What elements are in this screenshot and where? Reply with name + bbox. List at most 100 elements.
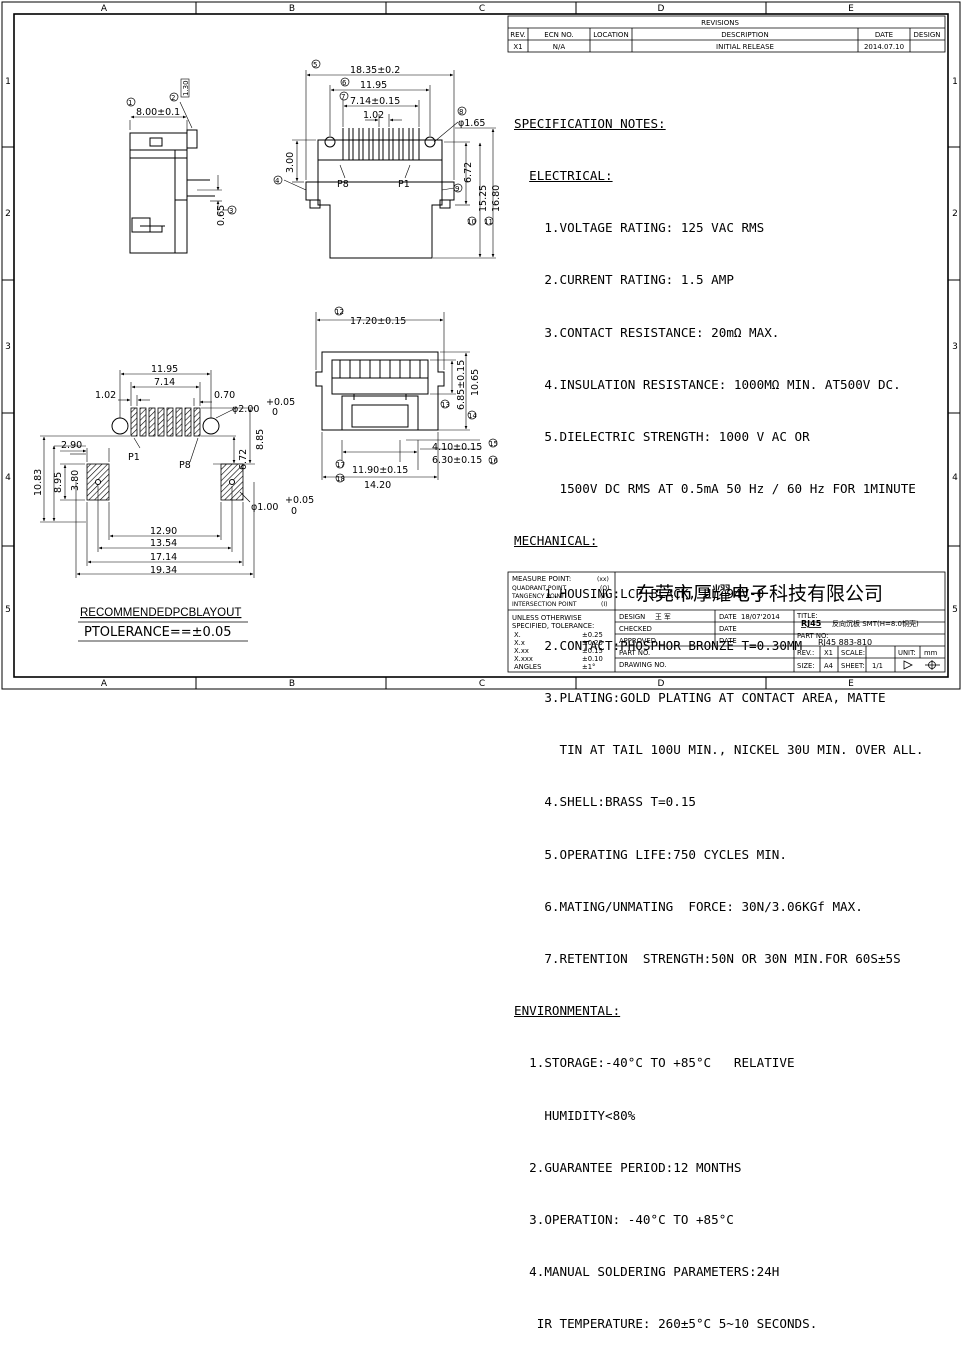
top-dim-1835: 18.35±0.2 <box>350 65 400 76</box>
part-no-2-label: PART NO: <box>797 632 828 640</box>
zone-row-1-right: 1 <box>952 77 958 87</box>
measure-point-label: MEASURE POINT: <box>512 575 571 583</box>
spec-mechanical-4-text: TIN AT TAIL 100U MIN., NICKEL 30U MIN. O… <box>551 742 924 758</box>
spec-mechanical-heading: MECHANICAL: <box>514 533 598 549</box>
tolerance-heading-1: UNLESS OTHERWISE <box>512 614 582 622</box>
top-dim-1680: 16.80 <box>491 185 502 212</box>
pcb-dim-1083: 10.83 <box>33 469 44 496</box>
rev-cell-ecn: N/A <box>553 43 566 51</box>
side-view <box>126 78 237 254</box>
spec-mechanical-5: 4.SHELL:BRASS T=0.15 <box>514 793 923 810</box>
top-dim-165: φ1.65 <box>458 118 485 129</box>
size-value: A4 <box>824 662 833 670</box>
pcb-dim-1354: 13.54 <box>150 538 177 549</box>
front-dim-685: 6.85±0.15 <box>456 360 467 410</box>
date-label-2: DATE <box>719 625 737 633</box>
pcb-dim-380: 3.80 <box>70 470 81 491</box>
tolerance-val-xxx: ±0.15 <box>582 647 603 655</box>
front-dim-1065: 10.65 <box>470 369 481 396</box>
front-callout-16: 16 <box>489 457 498 465</box>
pcb-dim-1290: 12.90 <box>150 526 177 537</box>
pcb-pads-ground <box>86 463 244 501</box>
quadrant-point-label: QUADRANT POINT <box>512 585 567 592</box>
rev-header-location: LOCATION <box>593 31 628 39</box>
rev-header-date: DATE <box>875 31 893 39</box>
rev-value: X1 <box>824 649 833 657</box>
zone-col-d-bottom: D <box>658 679 665 689</box>
rev-header-ecn: ECN NO. <box>544 31 573 39</box>
spec-environmental-1: 1.STORAGE:-40°C TO +85°C RELATIVE <box>514 1054 923 1071</box>
pcb-dim-1714: 17.14 <box>150 552 177 563</box>
side-dim-065: 0.65 <box>216 205 227 226</box>
pcb-dim-714: 7.14 <box>154 377 175 388</box>
tolerance-val-xxxx: ±0.10 <box>582 655 603 663</box>
design-label: DESIGN <box>619 613 645 621</box>
pcb-dim-672: 6.72 <box>238 449 249 470</box>
date-value: 18/07'2014 <box>741 613 780 621</box>
top-dim-672: 6.72 <box>463 162 474 183</box>
top-callout-9: 9 <box>455 185 459 193</box>
front-callout-18: 18 <box>336 475 345 483</box>
pcb-dim-100-tol2: 0 <box>291 506 297 517</box>
pcb-dim-070: 0.70 <box>214 390 235 401</box>
spec-mechanical-6-text: 5.OPERATING LIFE:750 CYCLES MIN. <box>544 846 787 862</box>
rev-header-description: DESCRIPTION <box>721 31 768 39</box>
sheet-label: SHEET: <box>841 662 865 670</box>
tolerance-val-angles: ±1° <box>582 663 595 671</box>
zone-col-a-bottom: A <box>101 679 108 689</box>
zone-col-c-bottom: C <box>479 679 485 689</box>
side-callout-1: 1 <box>128 99 132 107</box>
zone-col-d-top: D <box>658 4 665 14</box>
front-dim-410: 4.10±0.15 <box>432 442 482 453</box>
top-callout-10: 10 <box>467 218 476 226</box>
spec-electrical-3-text: 3.CONTACT RESISTANCE: 20mΩ MAX. <box>544 324 780 340</box>
top-dim-1525: 15.25 <box>478 185 489 212</box>
layout-note: RECOMMENDEDPCBLAYOUT PTOLERANCE==±0.05 <box>78 607 248 642</box>
drawing-no-label: DRAWING NO. <box>619 661 667 669</box>
pcb-label-p8: P8 <box>179 460 191 471</box>
tolerance-heading-2: SPECIFIED, TOLERANCE: <box>512 622 594 630</box>
revisions-table: REVISIONS REV. ECN NO. LOCATION DESCRIPT… <box>507 15 946 53</box>
spec-mechanical-1-text: 1.HOUSING:LCP BLACK, UL 94V-0 <box>544 585 765 601</box>
spec-electrical-5: 5.DIELECTRIC STRENGTH: 1000 V AC OR <box>514 428 923 445</box>
spec-electrical-3: 3.CONTACT RESISTANCE: 20mΩ MAX. <box>514 324 923 341</box>
spec-electrical-6: 1500V DC RMS AT 0.5mA 50 Hz / 60 Hz FOR … <box>514 480 923 497</box>
scale-label: SCALE: <box>841 649 865 657</box>
specification-notes: SPECIFICATION NOTES: ELECTRICAL: 1.VOLTA… <box>514 80 923 1350</box>
layout-note-title: RECOMMENDEDPCBLAYOUT <box>80 607 241 619</box>
top-callout-8: 8 <box>459 108 463 116</box>
pcb-dim-200-tol2: 0 <box>272 407 278 418</box>
spec-electrical-5-text: 5.DIELECTRIC STRENGTH: 1000 V AC OR <box>544 429 810 445</box>
spec-environmental-3: 2.GUARANTEE PERIOD:12 MONTHS <box>514 1159 923 1176</box>
part-no-2-value: RJ45 883-810 <box>818 638 872 647</box>
zone-col-e-top: E <box>848 4 854 14</box>
spec-electrical-1: 1.VOLTAGE RATING: 125 VAC RMS <box>514 219 923 236</box>
company-name: 东莞市厚耀电子科技有限公司 <box>636 583 883 605</box>
spec-electrical-4: 4.INSULATION RESISTANCE: 1000MΩ MIN. AT5… <box>514 376 923 393</box>
top-callout-11: 11 <box>484 218 493 226</box>
layout-note-tolerance: PTOLERANCE==±0.05 <box>84 625 232 640</box>
title-value-2: 反向沉板 SMT(H=8.0铜壳) <box>832 619 919 628</box>
front-dim-630: 6.30±0.15 <box>432 455 482 466</box>
top-dim-102: 1.02 <box>363 110 384 121</box>
spec-mechanical-5-text: 4.SHELL:BRASS T=0.15 <box>544 794 696 810</box>
checked-label: CHECKED <box>619 625 652 633</box>
side-dim-130: 1.30 <box>182 80 190 96</box>
top-callout-4: 4 <box>275 177 280 185</box>
zone-labels: A B C D E A B C D E 1 2 3 4 5 1 2 3 4 5 <box>5 4 958 689</box>
spec-environmental-6-text: IR TEMPERATURE: 260±5°C 5~10 SECONDS. <box>529 1316 818 1332</box>
pcb-dim-885: 8.85 <box>255 429 266 450</box>
date-label-3: DATE <box>719 637 737 645</box>
spec-mechanical-6: 5.OPERATING LIFE:750 CYCLES MIN. <box>514 846 923 863</box>
drawing-frame <box>1 1 961 690</box>
spec-environmental-heading: ENVIRONMENTAL: <box>514 1003 621 1019</box>
part-no-label: PART NO. <box>619 649 650 657</box>
spec-electrical-2-text: 2.CURRENT RATING: 1.5 AMP <box>544 272 734 288</box>
zone-row-5-left: 5 <box>5 605 11 615</box>
top-dim-714: 7.14±0.15 <box>350 96 400 107</box>
pcb-label-p1: P1 <box>128 452 140 463</box>
spec-mechanical-1: 1.HOUSING:LCP BLACK, UL 94V-0 <box>514 585 923 602</box>
date-label-1: DATE <box>719 613 737 621</box>
zone-row-1-left: 1 <box>5 77 11 87</box>
front-dim-1190: 11.90±0.15 <box>352 465 408 476</box>
